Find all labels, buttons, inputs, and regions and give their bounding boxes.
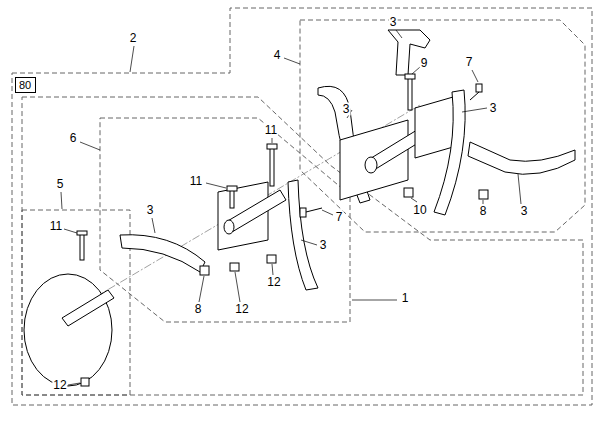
nut <box>230 263 239 271</box>
leader-line <box>352 300 397 301</box>
leader-line <box>272 264 273 275</box>
leader-line <box>472 70 478 82</box>
callout-number: 3 <box>319 239 328 252</box>
blade <box>120 235 205 272</box>
callout-number: 3 <box>489 102 498 115</box>
axis-line <box>60 105 420 318</box>
bolt <box>408 78 412 110</box>
callout-number: 11 <box>189 175 203 188</box>
group-outline <box>12 8 592 405</box>
leader-line <box>80 142 100 150</box>
page-number-box: 80 <box>15 77 36 93</box>
leader-line <box>64 229 77 233</box>
blade <box>468 142 575 174</box>
callout-number: 6 <box>69 132 78 145</box>
bolt <box>267 144 277 149</box>
bolt <box>270 148 274 186</box>
disc <box>24 274 112 386</box>
bolt <box>77 231 87 235</box>
leader-line <box>396 30 402 38</box>
leader-line <box>61 192 62 209</box>
callout-number: 5 <box>56 178 65 191</box>
leader-line <box>206 183 226 188</box>
leader-line <box>272 138 273 143</box>
callout-number: 12 <box>234 303 249 316</box>
leader-line <box>518 174 521 204</box>
bolt <box>405 74 415 79</box>
leader-line <box>462 108 487 112</box>
group-outline <box>22 210 130 395</box>
leader-line <box>284 58 300 64</box>
callout-number: 10 <box>412 204 427 217</box>
tube-end <box>224 220 234 234</box>
leader-line <box>199 276 204 302</box>
leader-line <box>483 200 484 204</box>
callout-number: 1 <box>401 292 410 305</box>
callout-number: 11 <box>264 124 278 137</box>
tube-end <box>365 157 377 173</box>
callout-number: 12 <box>266 276 281 289</box>
leader-line <box>68 383 80 385</box>
leader-line <box>322 210 333 215</box>
callout-number: 7 <box>335 211 344 224</box>
bolt <box>80 234 84 260</box>
tube <box>226 190 286 232</box>
page-number: 80 <box>16 78 35 92</box>
group-outline <box>22 97 583 395</box>
nut <box>479 190 488 199</box>
blade <box>288 180 318 290</box>
callout-number: 8 <box>479 205 488 218</box>
bolt <box>470 92 479 100</box>
callout-number: 3 <box>146 204 155 217</box>
callout-number: 3 <box>389 16 398 29</box>
leader-line <box>411 198 417 202</box>
nut <box>81 378 89 386</box>
callout-number: 7 <box>465 56 474 69</box>
leader-line <box>235 272 240 302</box>
nut <box>404 188 413 197</box>
bolt <box>476 84 482 92</box>
blade <box>388 30 430 75</box>
bolt <box>300 208 306 217</box>
leader-line <box>130 46 134 72</box>
group-outline <box>100 118 350 322</box>
bolt <box>227 186 237 191</box>
callout-number: 8 <box>194 303 203 316</box>
callout-number: 3 <box>342 103 351 116</box>
callout-number: 11 <box>49 220 63 233</box>
callout-number: 12 <box>52 379 67 392</box>
callout-number: 4 <box>273 49 282 62</box>
leader-line <box>152 218 155 233</box>
callout-number: 2 <box>129 32 138 45</box>
leader-line <box>301 240 317 245</box>
flange-plate <box>340 120 408 200</box>
nut <box>267 255 276 263</box>
callout-number: 9 <box>420 57 429 70</box>
callout-number: 3 <box>520 205 529 218</box>
hub-tube <box>62 290 114 326</box>
blade <box>434 90 465 215</box>
nut <box>200 266 209 275</box>
group-outline <box>300 20 585 232</box>
bolt <box>230 190 234 208</box>
